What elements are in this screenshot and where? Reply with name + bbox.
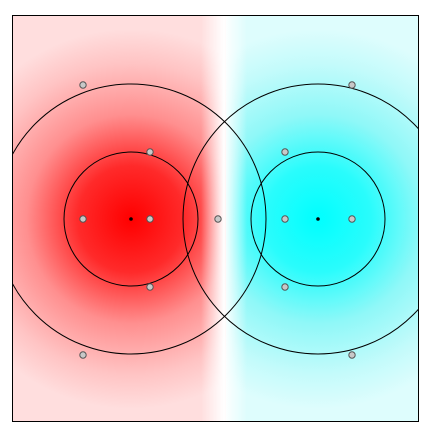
negative-field-region (226, 16, 418, 421)
field-svg (13, 16, 418, 421)
negative-inner-circle (250, 151, 386, 287)
handle-point[interactable] (146, 148, 154, 156)
positive-inner-circle (63, 151, 199, 287)
positive-charge-center[interactable] (129, 217, 133, 221)
handle-point[interactable] (146, 283, 154, 291)
handle-point[interactable] (348, 215, 356, 223)
positive-outer-circle (13, 83, 267, 355)
handle-point[interactable] (79, 351, 87, 359)
handle-point[interactable] (281, 215, 289, 223)
handle-point[interactable] (79, 81, 87, 89)
positive-field-region (13, 16, 226, 421)
handle-point[interactable] (79, 215, 87, 223)
handle-point[interactable] (348, 81, 356, 89)
handle-point[interactable] (281, 148, 289, 156)
negative-handles (281, 81, 356, 359)
neutral-boundary (201, 16, 247, 421)
handle-point[interactable] (146, 215, 154, 223)
negative-outer-circle (182, 83, 418, 355)
handle-point[interactable] (214, 215, 222, 223)
field-canvas[interactable] (12, 15, 419, 422)
negative-charge-center[interactable] (316, 217, 320, 221)
handle-point[interactable] (281, 283, 289, 291)
positive-handles (79, 81, 222, 359)
handle-point[interactable] (348, 351, 356, 359)
